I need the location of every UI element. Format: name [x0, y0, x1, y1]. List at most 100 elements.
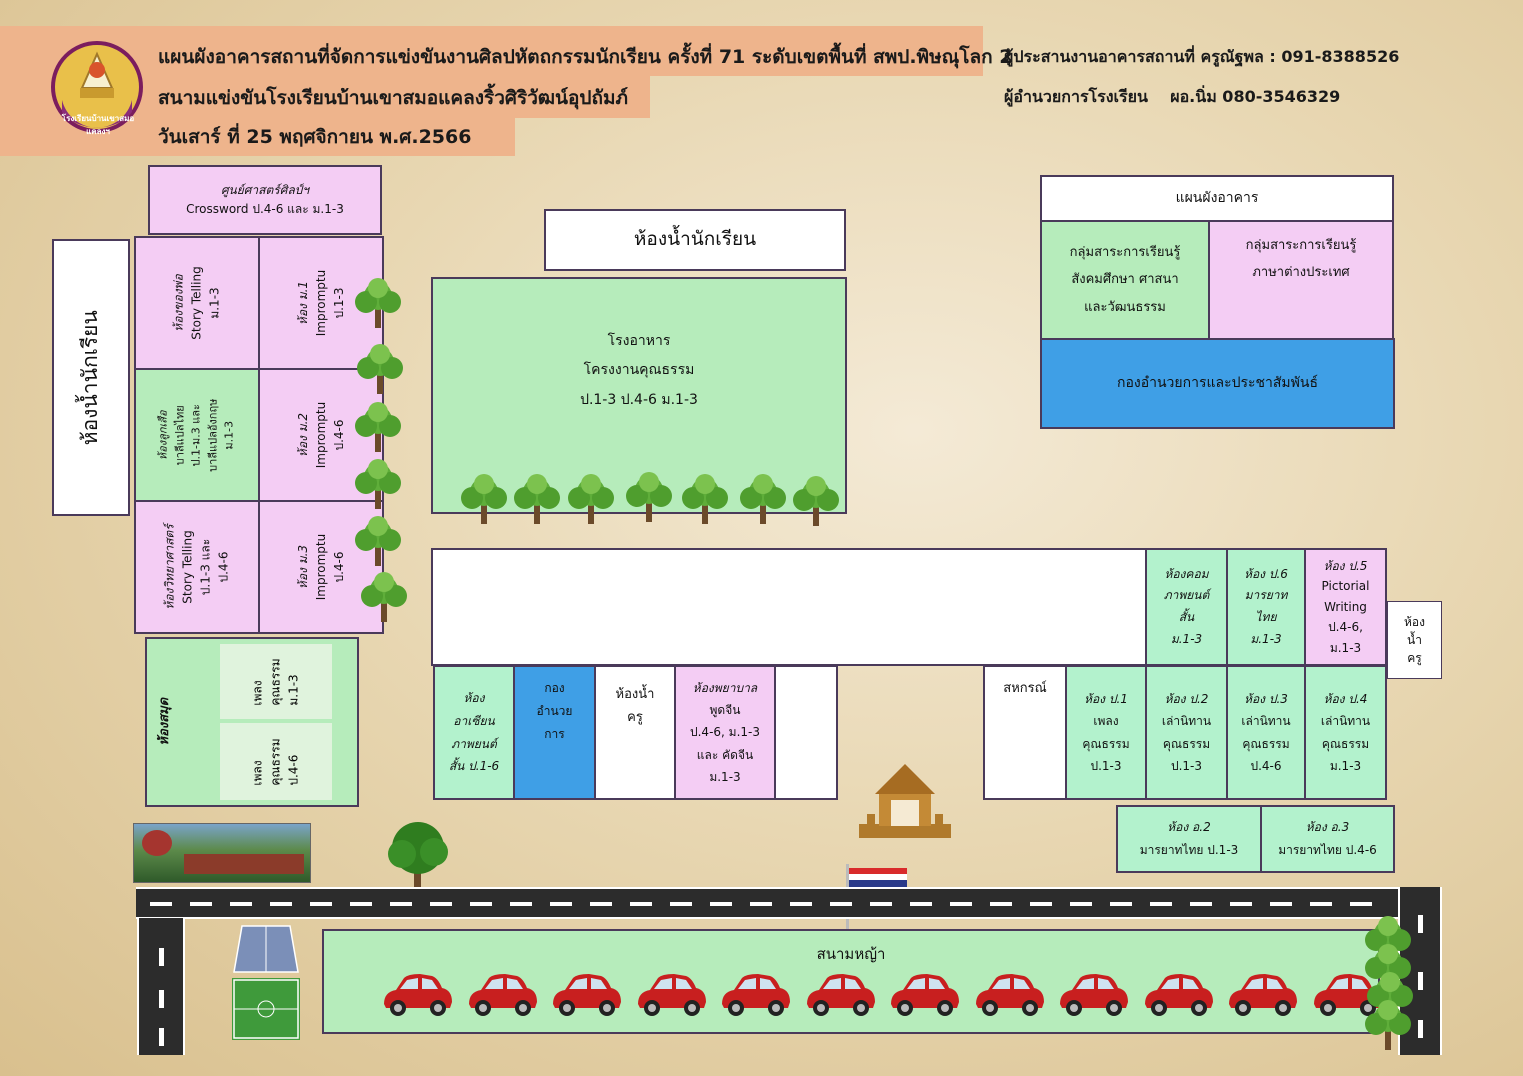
label: ป.4-6, — [1328, 620, 1363, 635]
label: อำนวย — [536, 703, 573, 718]
road-dash — [159, 948, 164, 966]
label: ห้องน้ำ — [615, 687, 655, 702]
label: ป.1-ม.3 และ — [189, 403, 203, 467]
label: คุณธรรม — [1162, 736, 1211, 751]
label: เล่านิทาน — [1161, 714, 1212, 729]
road-dash — [1418, 915, 1423, 933]
label: ห้อง ม.1 — [295, 280, 310, 326]
road-dash — [1418, 1020, 1423, 1038]
label: ป.1-3 ป.4-6 ม.1-3 — [580, 391, 698, 408]
label: ห้อง ป.3 — [1244, 692, 1288, 707]
road-dash — [1150, 902, 1172, 906]
car-icon — [465, 970, 539, 1022]
car-icon — [718, 970, 792, 1022]
label: และ คัดจีน — [696, 747, 754, 762]
label: เพลง — [1093, 714, 1119, 729]
car-icon — [1056, 970, 1130, 1022]
teacher-toilet-right: ห้องน้ำครู — [1387, 601, 1442, 679]
label: เพลง — [250, 759, 265, 786]
library-sub-2: เพลงคุณธรรมป.4-6 — [220, 723, 332, 800]
label: เล่านิทาน — [1320, 714, 1371, 729]
road-dash — [630, 902, 652, 906]
label: ป.4-6, ม.1-3 — [690, 725, 760, 740]
tree-icon — [565, 470, 617, 530]
label: คุณธรรม — [1321, 736, 1370, 751]
sports-field-icon — [228, 922, 304, 1042]
road-dash — [710, 902, 732, 906]
label: ห้องลูกเสือ — [156, 410, 170, 460]
tree-icon — [458, 470, 510, 530]
road-dash — [270, 902, 292, 906]
car-icon — [1225, 970, 1299, 1022]
tree-icon — [679, 470, 731, 530]
road-dash — [1418, 972, 1423, 990]
road-dash — [790, 902, 812, 906]
label: ไทย — [1255, 610, 1277, 624]
label: ม.1-3 — [1329, 640, 1362, 655]
label: กลุ่มสาระการเรียนรู้ — [1245, 238, 1357, 253]
label: ห้องของพ่อ — [171, 274, 186, 332]
label: กลุ่มสาระการเรียนรู้ — [1069, 245, 1181, 261]
label: ห้อง ม.2 — [295, 412, 310, 458]
header-band-1 — [0, 26, 983, 76]
tree-icon — [1362, 996, 1414, 1056]
school-logo — [50, 40, 144, 134]
label: ห้อง ป.2 — [1164, 692, 1209, 707]
label: Impromptu — [313, 269, 328, 337]
car-icon — [634, 970, 708, 1022]
room-admin: กองอำนวยการ — [513, 665, 596, 800]
label: ป.1-3 — [1090, 758, 1122, 773]
room-computer: ห้องคอมภาพยนต์สั้นม.1-3 — [1145, 548, 1228, 666]
road-dash — [750, 902, 772, 906]
label: ห้อง อ.2 — [1167, 820, 1211, 835]
label: มารยาท — [1244, 588, 1288, 603]
title-line-1: แผนผังอาคารสถานที่จัดการแข่งขันงานศิลปหั… — [158, 46, 1013, 68]
car-icon — [887, 970, 961, 1022]
legend-foreign: กลุ่มสาระการเรียนรู้ภาษาต่างประเทศ — [1208, 220, 1394, 340]
lawn-label: สนามหญ้า — [816, 945, 886, 963]
road-dash — [430, 902, 452, 906]
label: ป.4-6 — [286, 754, 301, 786]
label: ห้อง ป.4 — [1323, 692, 1368, 707]
car-icon — [549, 970, 623, 1022]
label: ห้อง ป.5 — [1323, 559, 1368, 574]
road-dash — [590, 902, 612, 906]
legend-admin: กองอำนวยการและประชาสัมพันธ์ — [1040, 338, 1395, 429]
teacher-toilet: ห้องน้ำครู — [594, 665, 676, 800]
label: ม.1-3 — [207, 287, 222, 319]
library-label: ห้องสมุด — [157, 698, 173, 746]
tree-icon — [352, 455, 404, 515]
label: ห้อง ม.3 — [295, 544, 310, 590]
label: และวัฒนธรรม — [1084, 299, 1166, 315]
coordinator-contact: ผู้ประสานงานอาคารสถานที่ ครูณัฐพล : 091-… — [1004, 47, 1400, 66]
label: ห้อง ป.6 — [1244, 566, 1288, 581]
label: Writing — [1324, 599, 1367, 614]
label: โครงงานคุณธรรม — [583, 362, 695, 379]
label: มารยาทไทย ป.4-6 — [1278, 843, 1377, 857]
label: ม.1-3 — [709, 769, 741, 784]
label: ป.4-6 — [217, 551, 231, 583]
car-icon — [803, 970, 877, 1022]
label: ป.4-6 — [331, 551, 346, 583]
label: พูดจีน — [709, 703, 741, 718]
label: ม.1-3 — [1170, 631, 1203, 646]
art-center-event: Crossword ป.4-6 และ ม.1-3 — [186, 202, 344, 216]
label: คุณธรรม — [268, 657, 283, 706]
label: ห้องวิทยาศาสตร์ — [163, 524, 177, 610]
car-icon — [380, 970, 454, 1022]
label: ภาพยนต์ — [1163, 588, 1210, 603]
label: ห้อง — [463, 690, 485, 705]
label: คุณธรรม — [1242, 736, 1290, 751]
label: Pictorial — [1321, 579, 1370, 594]
road-dash — [1070, 902, 1092, 906]
legend-title: แผนผังอาคาร — [1040, 175, 1394, 222]
label: คุณธรรม — [1082, 736, 1130, 751]
room-empty — [774, 665, 838, 800]
tree-icon — [352, 512, 404, 572]
label: มารยาทไทย ป.1-3 — [1139, 843, 1239, 857]
